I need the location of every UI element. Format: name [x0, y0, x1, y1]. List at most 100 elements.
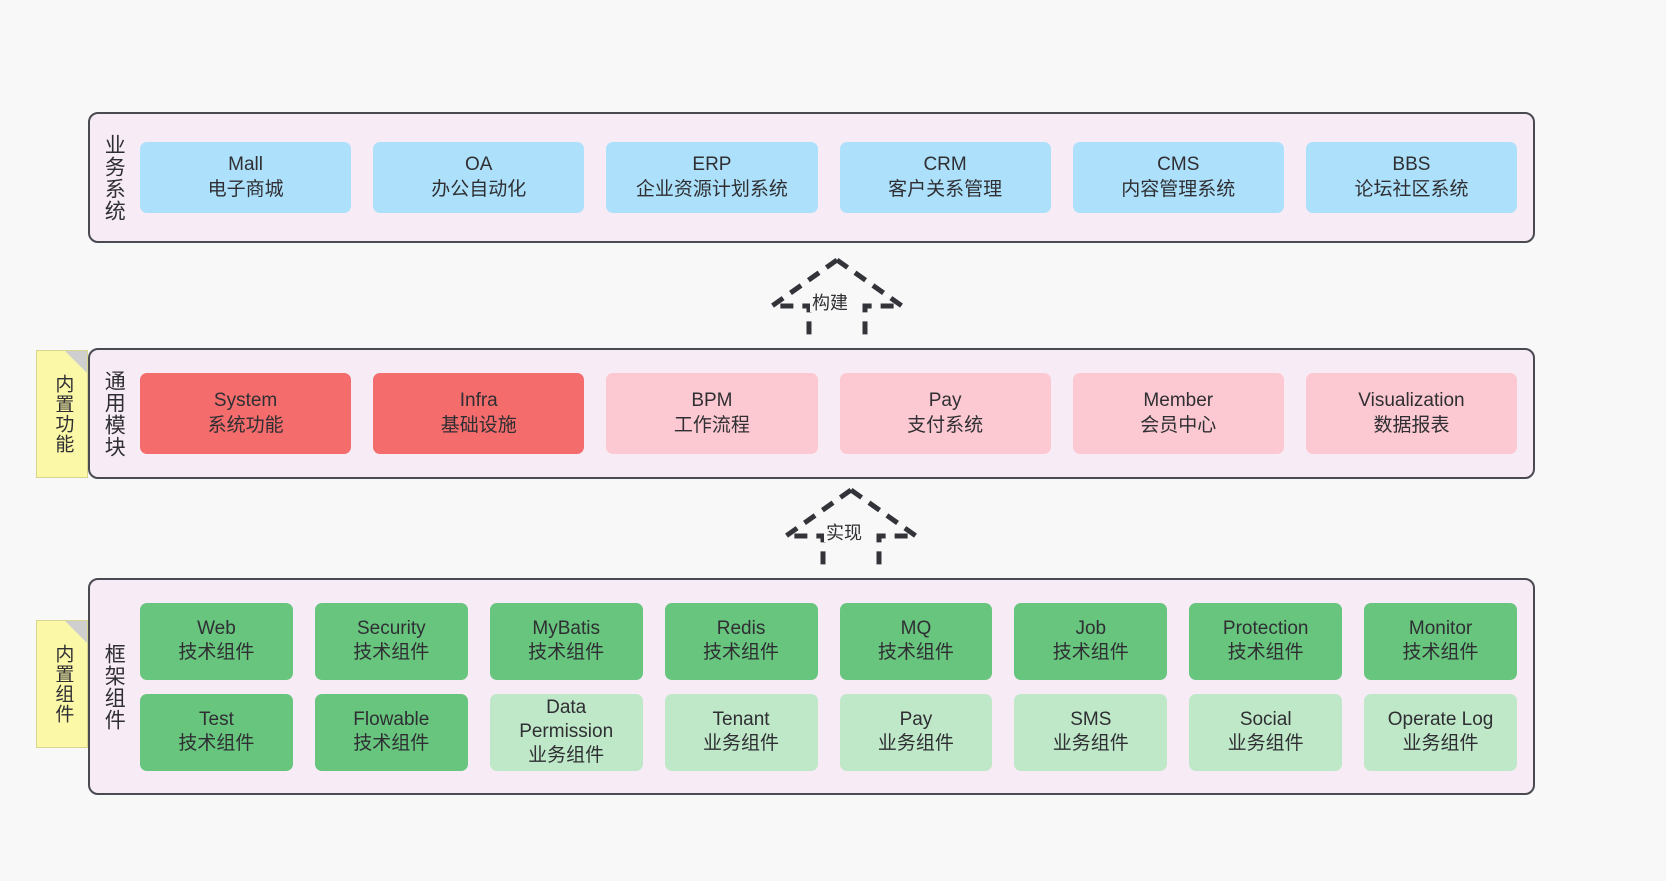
node-bbs[interactable]: BBS 论坛社区系统: [1305, 142, 1518, 213]
layer-title-framework-component: 框架组件: [102, 642, 126, 731]
node-title: Social: [1239, 708, 1292, 730]
node-flowable[interactable]: Flowable 技术组件: [314, 693, 468, 771]
layer-business-system[interactable]: 业务系统 Mall 电子商城 OA 办公自动化 ERP 企业资源计划系统 CRM…: [88, 112, 1535, 243]
node-subtitle: 数据报表: [1373, 414, 1450, 436]
node-tenant[interactable]: Tenant 业务组件: [664, 693, 818, 771]
connector-implement-label: 实现: [824, 523, 864, 543]
sticky-note-builtin-function[interactable]: 内置功能: [36, 350, 88, 478]
layer-title-business-system: 业务系统: [102, 133, 126, 222]
layer-title-common-module: 通用模块: [102, 369, 126, 458]
node-pay-component[interactable]: Pay 业务组件: [839, 693, 993, 771]
node-title: Tenant: [712, 708, 770, 730]
node-subtitle: 业务组件: [1052, 733, 1129, 754]
node-monitor[interactable]: Monitor 技术组件: [1364, 602, 1517, 680]
node-subtitle: 技术组件: [877, 642, 954, 663]
node-pay[interactable]: Pay 支付系统: [839, 373, 1051, 454]
node-subtitle: 企业资源计划系统: [635, 178, 788, 200]
node-subtitle: 技术组件: [353, 642, 430, 663]
node-subtitle: 电子商城: [207, 178, 284, 200]
node-subtitle: 技术组件: [528, 642, 605, 663]
node-redis[interactable]: Redis 技术组件: [664, 602, 818, 680]
node-subtitle: 内容管理系统: [1121, 178, 1236, 200]
layer-common-module[interactable]: 通用模块 System 系统功能 Infra 基础设施 BPM 工作流程 Pay…: [88, 348, 1535, 479]
node-web[interactable]: Web 技术组件: [140, 602, 293, 680]
node-title: Redis: [716, 617, 766, 639]
node-operate-log[interactable]: Operate Log 业务组件: [1364, 693, 1517, 771]
node-subtitle: 基础设施: [440, 414, 517, 436]
node-mq[interactable]: MQ 技术组件: [839, 602, 993, 680]
page-fold-icon: [65, 621, 87, 643]
connector-build: 构建: [752, 256, 922, 342]
node-infra[interactable]: Infra 基础设施: [373, 373, 585, 454]
row: Test 技术组件 Flowable 技术组件 Data Permission …: [140, 693, 1517, 771]
node-subtitle: 技术组件: [178, 733, 255, 754]
node-title: Test: [199, 708, 234, 730]
node-system[interactable]: System 系统功能: [140, 373, 352, 454]
node-subtitle: 业务组件: [1227, 733, 1304, 754]
node-sms[interactable]: SMS 业务组件: [1014, 693, 1168, 771]
node-title: CRM: [923, 154, 967, 176]
node-subtitle: 技术组件: [1402, 642, 1479, 663]
row: System 系统功能 Infra 基础设施 BPM 工作流程 Pay 支付系统…: [140, 373, 1518, 454]
node-subtitle: 技术组件: [1052, 642, 1129, 663]
node-bpm[interactable]: BPM 工作流程: [606, 373, 818, 454]
node-subtitle: 支付系统: [907, 414, 984, 436]
node-title: ERP: [692, 154, 732, 176]
node-oa[interactable]: OA 办公自动化: [373, 142, 585, 213]
sticky-note-label: 内置组件: [52, 644, 74, 724]
node-title: Flowable: [353, 708, 430, 730]
node-title: Infra: [459, 390, 498, 412]
node-subtitle: 技术组件: [1227, 642, 1304, 663]
node-title: Operate Log: [1387, 708, 1494, 730]
node-title: SMS: [1070, 708, 1112, 730]
node-test[interactable]: Test 技术组件: [140, 693, 293, 771]
node-title: Monitor: [1408, 617, 1473, 639]
node-crm[interactable]: CRM 客户关系管理: [839, 142, 1051, 213]
node-subtitle: 业务组件: [528, 745, 605, 767]
node-visualization[interactable]: Visualization 数据报表: [1305, 373, 1518, 454]
node-title: Data Permission: [519, 696, 614, 742]
node-security[interactable]: Security 技术组件: [314, 602, 468, 680]
node-subtitle: 业务组件: [703, 733, 780, 754]
node-mybatis[interactable]: MyBatis 技术组件: [489, 602, 643, 680]
node-title: Job: [1075, 617, 1107, 639]
node-title: System: [213, 390, 278, 412]
sticky-note-builtin-component[interactable]: 内置组件: [36, 620, 88, 748]
node-member[interactable]: Member 会员中心: [1072, 373, 1284, 454]
node-title: OA: [465, 154, 493, 176]
sticky-note-label: 内置功能: [52, 374, 74, 454]
node-job[interactable]: Job 技术组件: [1014, 602, 1168, 680]
connector-implement: 实现: [766, 486, 936, 572]
node-title: CMS: [1157, 154, 1200, 176]
node-data-permission[interactable]: Data Permission 业务组件: [489, 693, 643, 771]
node-erp[interactable]: ERP 企业资源计划系统: [606, 142, 818, 213]
node-subtitle: 论坛社区系统: [1354, 178, 1469, 200]
node-subtitle: 客户关系管理: [888, 178, 1003, 200]
node-title: Security: [356, 617, 426, 639]
node-subtitle: 会员中心: [1140, 414, 1217, 436]
node-title: BBS: [1392, 154, 1431, 176]
node-title: Protection: [1222, 617, 1309, 639]
node-subtitle: 业务组件: [877, 733, 954, 754]
node-title: MyBatis: [532, 617, 600, 639]
node-title: Visualization: [1358, 390, 1465, 412]
node-subtitle: 系统功能: [207, 414, 284, 436]
node-title: MQ: [900, 617, 932, 639]
layer-framework-component[interactable]: 框架组件 Web 技术组件 Security 技术组件 MyBatis 技术组件…: [88, 578, 1535, 795]
node-subtitle: 工作流程: [673, 414, 750, 436]
node-social[interactable]: Social 业务组件: [1189, 693, 1343, 771]
node-cms[interactable]: CMS 内容管理系统: [1072, 142, 1284, 213]
node-subtitle: 办公自动化: [431, 178, 527, 200]
node-subtitle: 技术组件: [178, 642, 255, 663]
layer-body-framework-component: Web 技术组件 Security 技术组件 MyBatis 技术组件 Redi…: [136, 580, 1533, 793]
layer-body-common-module: System 系统功能 Infra 基础设施 BPM 工作流程 Pay 支付系统…: [136, 350, 1533, 477]
layer-body-business-system: Mall 电子商城 OA 办公自动化 ERP 企业资源计划系统 CRM 客户关系…: [136, 114, 1533, 241]
node-title: Web: [197, 617, 236, 639]
node-subtitle: 技术组件: [703, 642, 780, 663]
node-title: Pay: [928, 390, 962, 412]
node-protection[interactable]: Protection 技术组件: [1189, 602, 1343, 680]
node-title: Member: [1143, 390, 1214, 412]
node-mall[interactable]: Mall 电子商城: [140, 142, 352, 213]
node-title: Pay: [899, 708, 933, 730]
